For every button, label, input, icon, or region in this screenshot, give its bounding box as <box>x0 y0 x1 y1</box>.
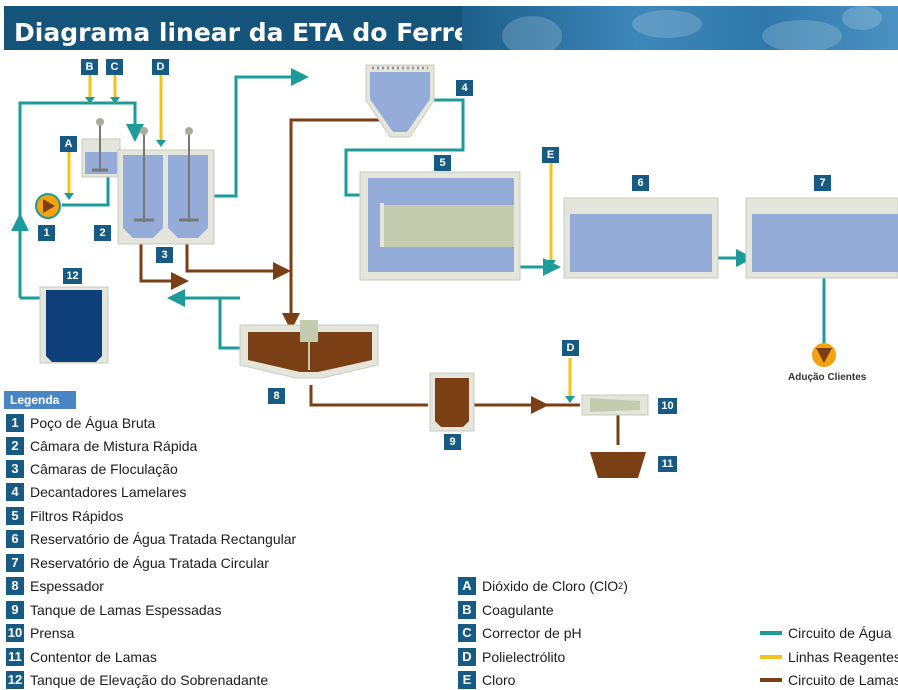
tag-3: 3 <box>156 247 173 263</box>
tag-d: D <box>152 59 169 75</box>
tag-1: 1 <box>38 225 55 241</box>
thickened-sludge-tank <box>429 372 475 432</box>
press <box>581 394 649 416</box>
rectangular-reservoir <box>563 197 719 279</box>
mixing-chambers <box>117 127 215 245</box>
tag-4: 4 <box>456 80 473 96</box>
reagent-swatch <box>760 655 782 659</box>
tag-11: 11 <box>658 456 677 472</box>
title-banner-art <box>462 6 898 50</box>
tag-d-press: D <box>562 340 579 356</box>
sludge-swatch <box>760 678 782 682</box>
sludge-container <box>590 452 646 478</box>
tag-e: E <box>542 147 559 163</box>
tag-a: A <box>60 136 77 152</box>
page-title: Diagrama linear da ETA do Ferreira <box>14 18 509 47</box>
tag-12: 12 <box>63 268 82 284</box>
rapid-filters <box>359 171 521 281</box>
outlet-label: Adução Clientes <box>788 372 867 383</box>
circuit-legend-item: Linhas Reagentes <box>760 647 898 667</box>
chlorine-dioxide-tank <box>81 118 121 178</box>
tag-9: 9 <box>444 434 461 450</box>
supernatant-tank <box>39 286 109 364</box>
reagent-arrowheads <box>64 97 575 403</box>
tag-7: 7 <box>814 175 831 191</box>
tag-10: 10 <box>658 398 677 414</box>
tag-8: 8 <box>268 388 285 404</box>
title-banner: Diagrama linear da ETA do Ferreira <box>4 6 509 50</box>
tag-2: 2 <box>94 225 111 241</box>
sludge-circuit <box>139 118 620 445</box>
thickener <box>239 320 379 379</box>
lamellar-settler <box>365 64 435 138</box>
water-circuit <box>11 68 826 350</box>
circular-reservoir <box>745 197 898 279</box>
legend-heading: Legenda <box>4 391 76 409</box>
circuit-legend-item: Circuito de Lamas <box>760 670 898 690</box>
tag-b: B <box>81 59 98 75</box>
tag-5: 5 <box>434 155 451 171</box>
circuit-legend-item: Circuito de Água <box>760 623 892 643</box>
pump-icon <box>35 193 61 219</box>
tag-6: 6 <box>632 175 649 191</box>
water-swatch <box>760 631 782 635</box>
outlet-valve-icon <box>812 343 836 367</box>
tag-c: C <box>106 59 123 75</box>
